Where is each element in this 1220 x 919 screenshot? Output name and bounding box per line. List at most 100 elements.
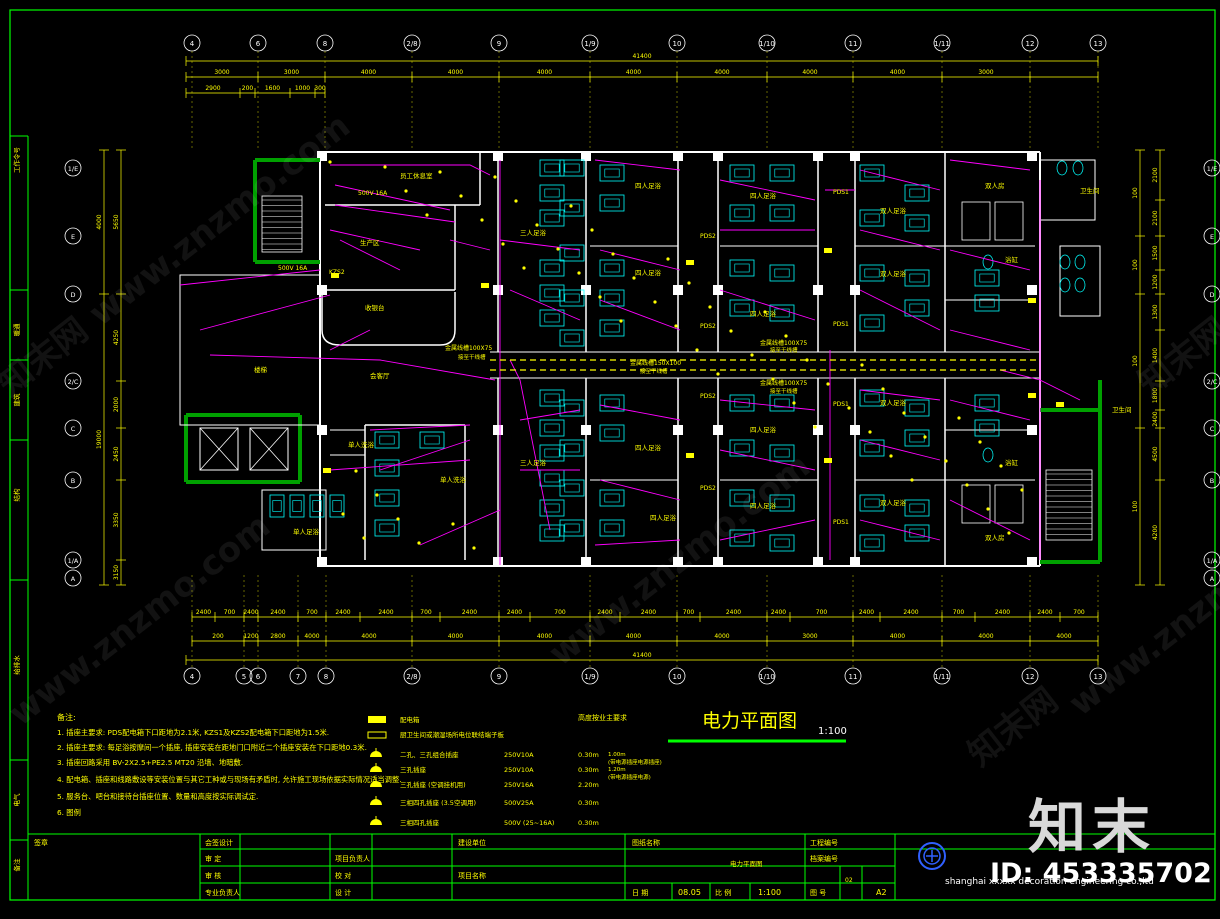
chair-body [904, 399, 930, 417]
power-circuit [859, 229, 941, 251]
massage-chair [559, 399, 585, 417]
power-circuit [949, 249, 1031, 271]
massage-chair [729, 529, 755, 547]
axis-label: 8 [323, 40, 327, 48]
socket-icon [674, 324, 678, 328]
massage-chair [859, 494, 885, 512]
axis-bubble [581, 667, 599, 685]
chair-seat [544, 263, 560, 273]
socket-icon [375, 493, 379, 497]
chair-body [599, 164, 625, 182]
massage-chair [974, 294, 1000, 312]
dim-label: 4000 [361, 69, 376, 76]
massage-chair [329, 494, 345, 518]
chair-body [974, 394, 1000, 412]
socket-icon [472, 546, 476, 550]
toilet-fixture [1074, 277, 1086, 293]
legend-extra: (带电源插座电源) [608, 773, 651, 781]
dim-label: 700 [420, 609, 432, 616]
chair-body [539, 524, 565, 542]
socket-icon [695, 348, 699, 352]
chair-body [374, 459, 400, 477]
axis-label: B [71, 477, 75, 485]
socket-icon [611, 252, 615, 256]
chair-body [904, 499, 930, 517]
socket-icon [341, 512, 345, 516]
power-circuit [369, 424, 471, 431]
dim-label: 2400 [995, 609, 1010, 616]
chair-body [859, 494, 885, 512]
dim-label: 3000 [978, 69, 993, 76]
distribution-panel-icon [1056, 402, 1064, 407]
chair-body [559, 159, 585, 177]
chair-seat [544, 423, 560, 433]
dim-label: 1200 [243, 633, 258, 640]
socket-icon [328, 160, 332, 164]
socket-icon [999, 464, 1003, 468]
axis-label: E [71, 233, 75, 241]
chair-seat [332, 500, 342, 512]
titleblock-scale: 1:100 [758, 888, 781, 897]
dim-label: 4000 [626, 69, 641, 76]
chair-seat [544, 288, 560, 298]
dim-label: 2400 [641, 609, 656, 616]
column [317, 425, 327, 435]
company-emblem-icon [918, 842, 946, 870]
chair-body [269, 494, 285, 518]
power-circuit [339, 239, 401, 271]
socket-icon [522, 266, 526, 270]
room-label: 四人足浴 [750, 501, 777, 510]
dim-label: 700 [816, 609, 828, 616]
socket-symbol-icon [370, 751, 382, 757]
panel-id: PDS1 [833, 321, 849, 328]
dim-label: 4250 [113, 330, 120, 345]
axis-bubble [64, 569, 82, 587]
chair-seat [909, 273, 925, 283]
socket-icon [708, 305, 712, 309]
panel-spec: 500V 16A [358, 190, 388, 197]
drawing-title: 电力平面图 [702, 710, 797, 732]
chair-body [374, 519, 400, 537]
dim-label: 4000 [537, 633, 552, 640]
dim-label: 3350 [113, 512, 120, 527]
site-logo: 知末 [1028, 793, 1157, 861]
chair-seat [734, 168, 750, 178]
dim-label: 41400 [632, 652, 651, 659]
socket-icon [889, 454, 893, 458]
chair-body [769, 494, 795, 512]
dim-label: 4000 [537, 69, 552, 76]
massage-chair [419, 431, 445, 449]
massage-chair [539, 419, 565, 437]
legend-height: 0.30m [578, 751, 599, 759]
legend-name: 三孔插座 [400, 765, 427, 774]
strip-label: 给排水 [12, 655, 21, 675]
socket-icon [860, 363, 864, 367]
socket-icon [716, 372, 720, 376]
room-label: 四人足浴 [635, 443, 662, 452]
socket-icon [425, 213, 429, 217]
stair-outline [1045, 469, 1093, 541]
stair-outline [261, 195, 303, 253]
massage-chair [599, 424, 625, 442]
chair-body [729, 394, 755, 412]
dim-label: 100 [1132, 187, 1139, 199]
socket-icon [792, 401, 796, 405]
toilet-room [1059, 245, 1101, 317]
axis-bubble [64, 159, 82, 177]
massage-chair [904, 299, 930, 317]
titleblock-label: 专业负责人 [205, 888, 240, 897]
dim-label: 2450 [113, 446, 120, 461]
bathtub [961, 201, 991, 241]
axis-label: 1/A [68, 557, 79, 565]
power-circuit [859, 389, 941, 401]
axis-label: 5 [242, 673, 246, 681]
massage-chair [769, 394, 795, 412]
chair-seat [864, 213, 880, 223]
axis-label: E [1210, 233, 1214, 241]
axis-bubble [403, 667, 421, 685]
room-label: 四人足浴 [750, 425, 777, 434]
dim-label: 4000 [304, 633, 319, 640]
massage-chair [559, 519, 585, 537]
